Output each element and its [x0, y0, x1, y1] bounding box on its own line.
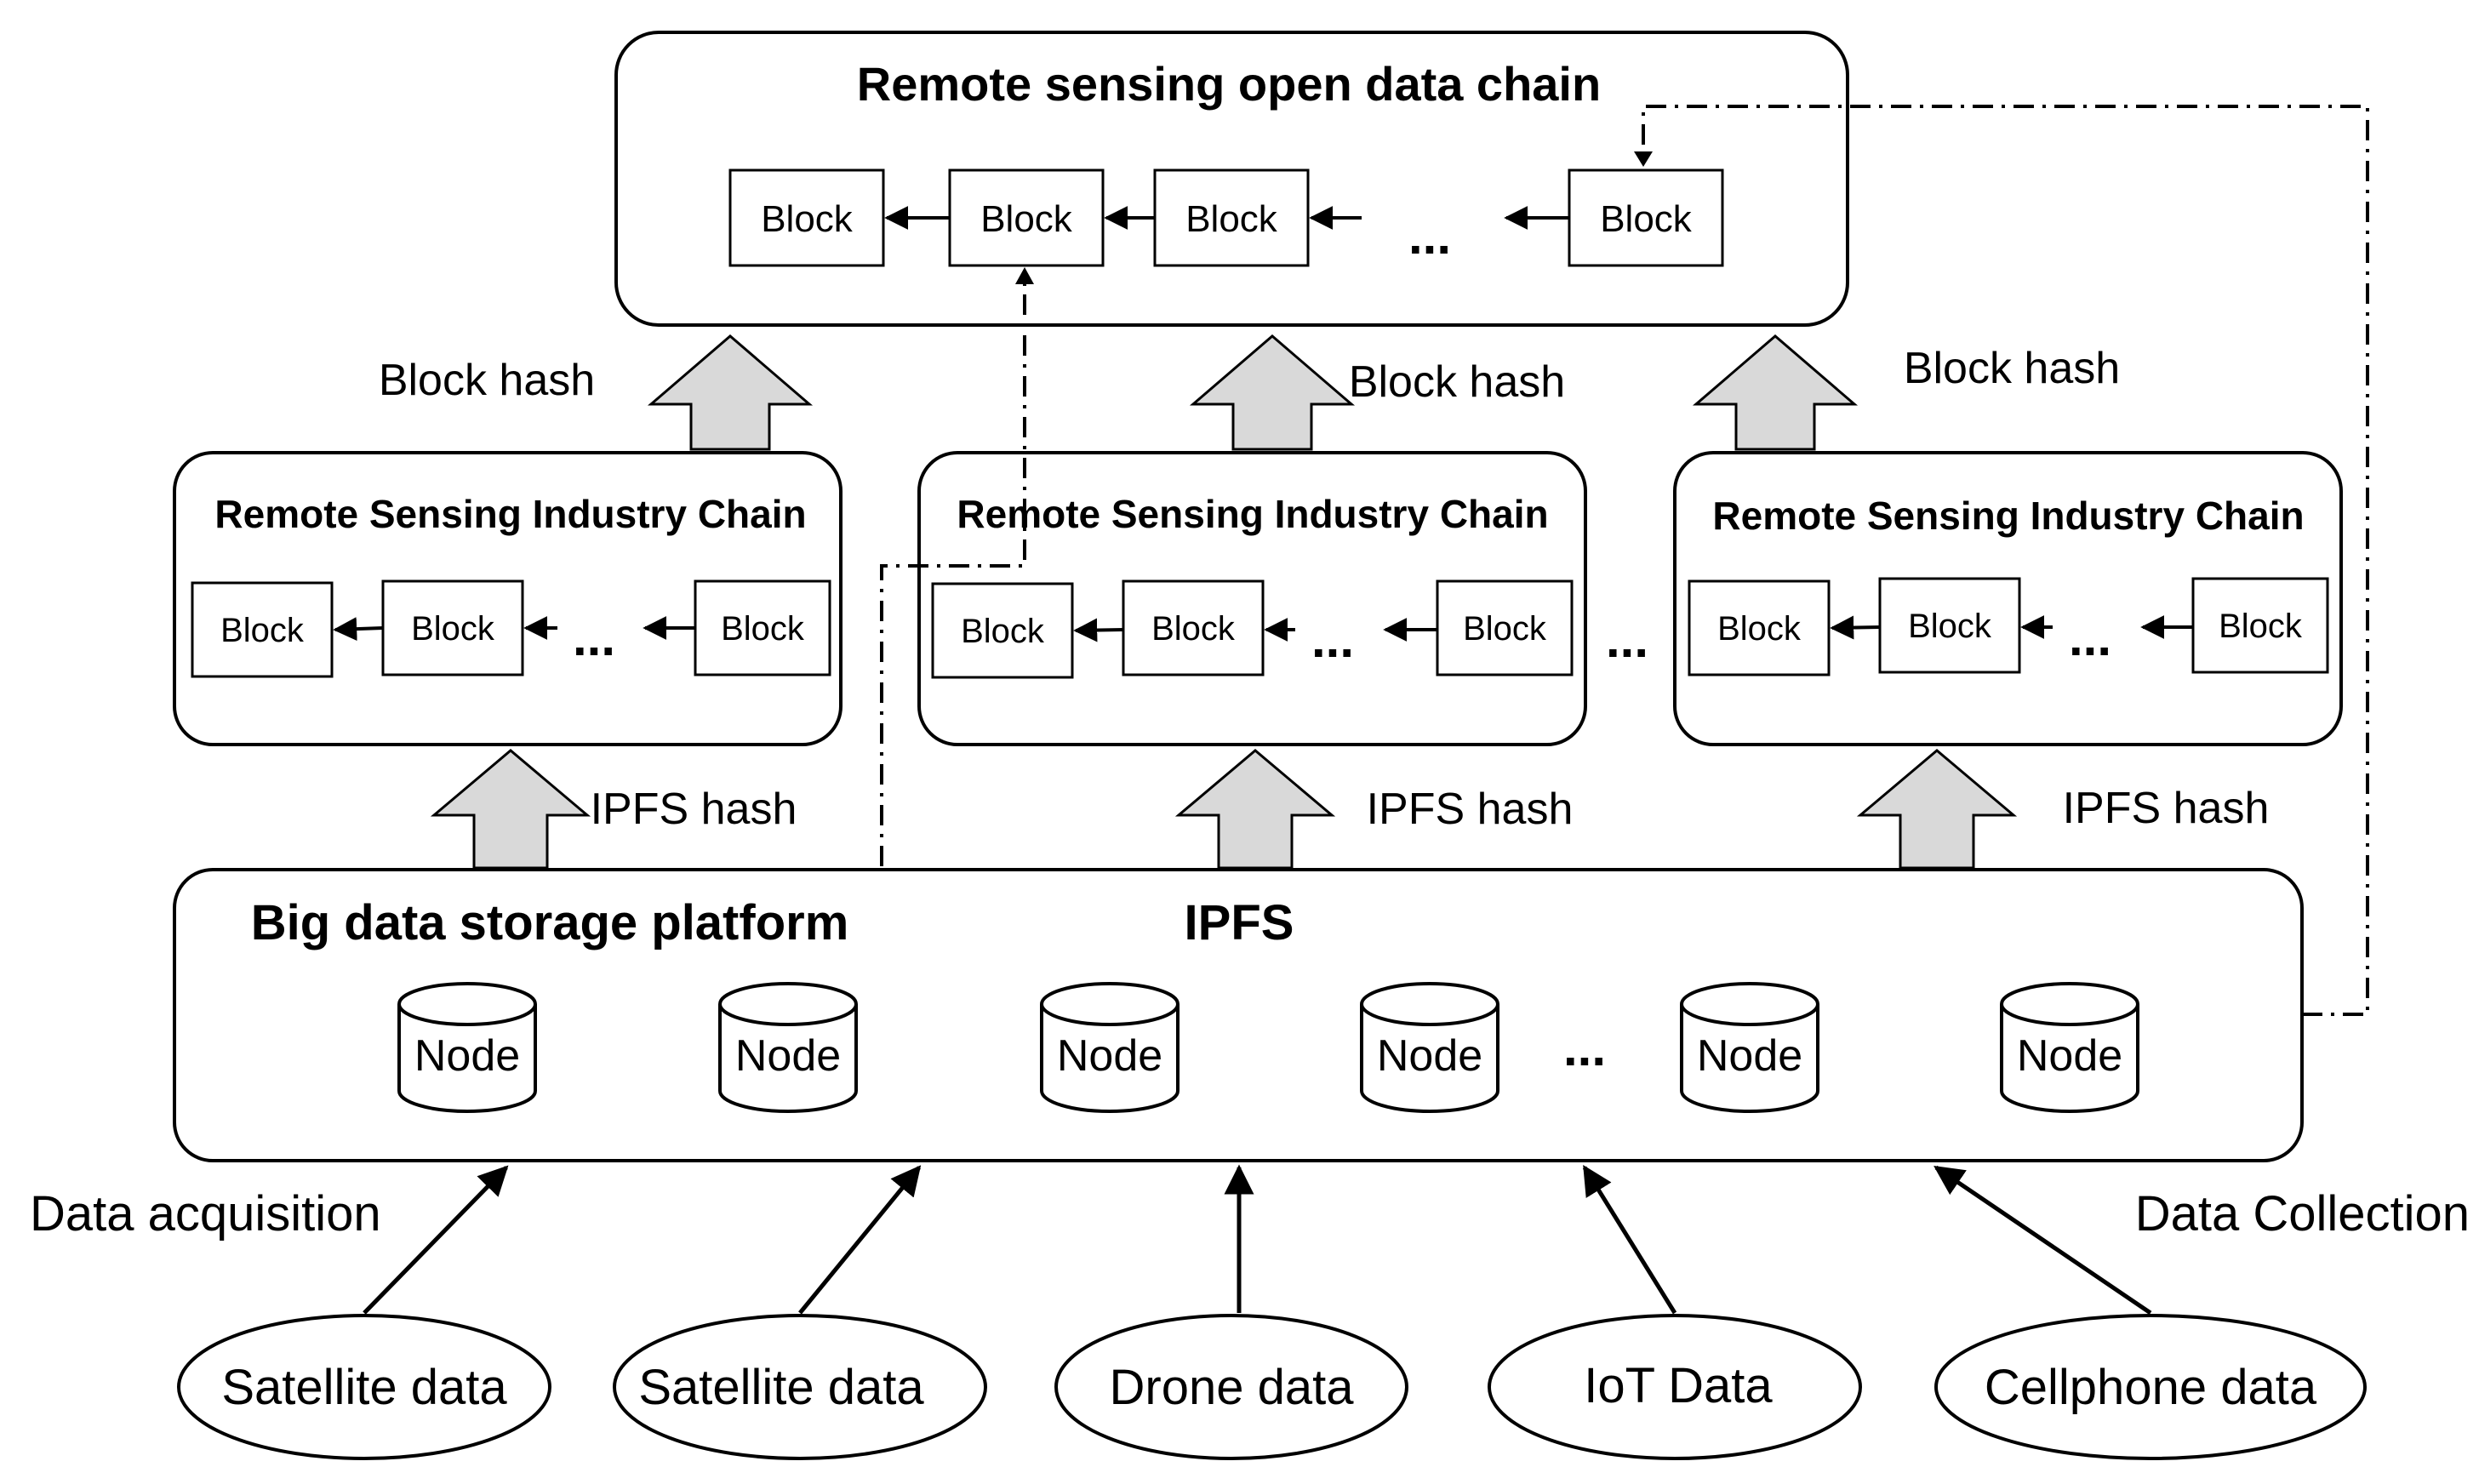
ipfs-hash-label: IPFS hash [2063, 784, 2270, 833]
source-ellipse [1054, 1314, 1408, 1460]
block-hash-label: Block hash [1349, 357, 1565, 407]
source-ellipse [613, 1314, 987, 1460]
dashdot-connectors [880, 105, 2369, 1016]
industry-chain-title: Remote Sensing Industry Chain [214, 492, 806, 536]
node-label: Node [1697, 1031, 1802, 1081]
connector-storage-to-open-chain [1642, 105, 2369, 1016]
up-arrow [647, 334, 814, 451]
data-sources: Satellite data Satellite data Drone data… [177, 1314, 2367, 1460]
open-block [1153, 168, 1310, 267]
flow-arrow [1582, 1165, 1677, 1315]
industry-block-label: Block [1908, 608, 1992, 645]
source-label: IoT Data [1584, 1358, 1773, 1413]
industry-block [2191, 577, 2329, 674]
chain-link-arrow [1830, 615, 1881, 640]
node-label: Node [1057, 1031, 1162, 1081]
up-arrow [1692, 334, 1859, 451]
storage-subtitle: IPFS [1185, 895, 1294, 950]
industry-chains-ellipsis: ... [1606, 611, 1648, 668]
industry-chain-ellipsis: ... [573, 609, 615, 666]
storage-platform: Big data storage platform IPFS Node Node… [173, 868, 2304, 1162]
industry-block [1122, 579, 1265, 676]
node-label: Node [2017, 1031, 2122, 1081]
industry-chain-1: Remote Sensing Industry Chain Block Bloc… [173, 451, 843, 746]
up-arrow [1174, 749, 1336, 870]
industry-block-label: Block [721, 610, 805, 648]
open-block [728, 168, 885, 267]
industry-block [191, 581, 334, 678]
open-chain-ellipsis: ... [1408, 208, 1451, 265]
open-chain-title: Remote sensing open data chain [857, 57, 1601, 111]
connector-arrowhead [1634, 151, 1653, 167]
connector-arrowhead [1015, 267, 1034, 284]
open-block-label: Block [761, 198, 854, 240]
storage-title: Big data storage platform [251, 895, 849, 950]
block-hash-label: Block hash [379, 356, 595, 405]
flow-arrow [1934, 1165, 2152, 1316]
ipfs-hash-label: IPFS hash [1367, 785, 1574, 834]
open-block-label: Block [1600, 198, 1693, 240]
industry-block-label: Block [2219, 608, 2303, 645]
industry-chain-ellipsis: ... [2069, 609, 2111, 666]
flow-arrow [363, 1165, 509, 1315]
flow-arrow [798, 1165, 922, 1315]
source-ellipse [1488, 1314, 1862, 1460]
chain-link-arrow [1073, 618, 1124, 642]
data-flow-arrows: Data acquisition Data Collection [30, 1164, 2470, 1316]
node-label: Node [735, 1031, 841, 1081]
source-label: Drone data [1110, 1360, 1355, 1415]
source-label: Satellite data [638, 1360, 924, 1415]
up-arrow [1189, 334, 1356, 451]
industry-block-label: Block [411, 610, 495, 648]
industry-block-label: Block [1463, 610, 1547, 648]
industry-chain-frame [173, 451, 843, 746]
node-cylinder: Node [2000, 982, 2139, 1113]
node-cylinder: Node [718, 982, 858, 1113]
industry-block-label: Block [1151, 610, 1236, 648]
ipfs-hash-arrows: IPFS hash IPFS hash IPFS hash [430, 749, 2270, 870]
industry-chain-3: Remote Sensing Industry Chain Block Bloc… [1673, 451, 2343, 746]
industry-chain-title: Remote Sensing Industry Chain [1712, 494, 2304, 538]
open-block [948, 168, 1105, 267]
industry-chain-ellipsis: ... [1311, 611, 1354, 668]
source-label: Satellite data [221, 1360, 507, 1415]
industry-block [1688, 579, 1831, 676]
source-ellipse [1934, 1314, 2367, 1460]
data-collection-label: Data Collection [2135, 1186, 2470, 1241]
nodes-ellipsis: ... [1563, 1019, 1606, 1076]
up-arrow [430, 749, 591, 870]
node-cylinder: Node [1040, 982, 1180, 1113]
industry-block [1878, 577, 2021, 674]
open-block-label: Block [980, 198, 1073, 240]
node-cylinder: Node [1360, 982, 1499, 1113]
industry-chain-2: Remote Sensing Industry Chain Block Bloc… [917, 451, 1587, 746]
node-label: Node [414, 1031, 520, 1081]
node-label: Node [1377, 1031, 1482, 1081]
industry-chain-title: Remote Sensing Industry Chain [957, 492, 1548, 536]
industry-block [381, 579, 524, 676]
industry-block [931, 582, 1074, 679]
industry-chain-frame [917, 451, 1587, 746]
open-block-label: Block [1185, 198, 1278, 240]
industry-block [694, 579, 831, 676]
industry-block-label: Block [1717, 610, 1802, 648]
industry-block-label: Block [220, 612, 305, 649]
data-acquisition-label: Data acquisition [30, 1186, 381, 1241]
up-arrow [1856, 749, 2018, 870]
block-hash-arrows: Block hash Block hash Block hash [379, 334, 2120, 451]
source-ellipse [177, 1314, 551, 1460]
industry-block-label: Block [961, 613, 1045, 650]
source-label: Cellphone data [1985, 1360, 2317, 1415]
chain-link-arrow [333, 617, 384, 642]
ipfs-hash-label: IPFS hash [591, 785, 797, 834]
industry-chain-frame [1673, 451, 2343, 746]
connector-storage-to-open-block [880, 274, 1026, 866]
block-hash-label: Block hash [1904, 344, 2120, 393]
open-chain-frame [614, 31, 1849, 327]
open-data-chain: Remote sensing open data chain Block Blo… [614, 31, 1849, 327]
node-cylinder: Node [397, 982, 537, 1113]
node-cylinder: Node [1680, 982, 1819, 1113]
